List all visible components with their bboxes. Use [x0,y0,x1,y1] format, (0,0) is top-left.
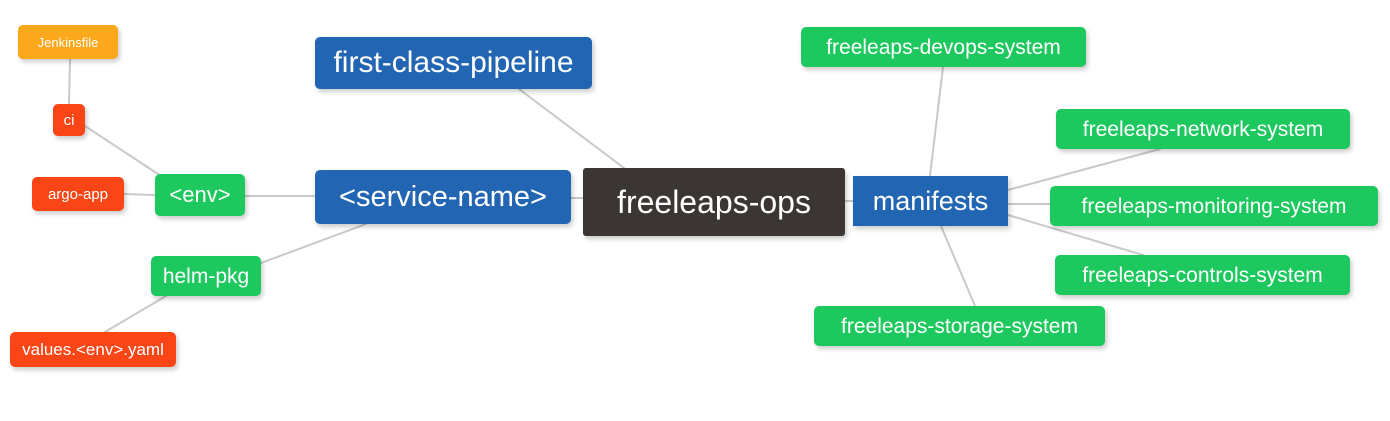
node-label-manifests: manifests [872,185,989,216]
edge-service-name-to-helm-pkg [260,223,367,264]
node-freeleaps-devops-system[interactable]: freeleaps-devops-system [801,27,1086,67]
edge-argo-app-to-env [123,193,156,196]
node-label-first-class-pipeline: first-class-pipeline [333,46,574,79]
node-values-env-yaml[interactable]: values.<env>.yaml [10,332,176,367]
node-label-jenkinsfile: Jenkinsfile [37,34,99,50]
node-env[interactable]: <env> [155,174,245,216]
node-freeleaps-monitoring-system[interactable]: freeleaps-monitoring-system [1050,186,1378,226]
node-label-freeleaps-controls-system: freeleaps-controls-system [1082,263,1323,287]
node-freeleaps-storage-system[interactable]: freeleaps-storage-system [814,306,1105,346]
node-label-values-env-yaml: values.<env>.yaml [22,340,164,359]
edge-manifests-to-freeleaps-storage-system [940,225,976,307]
edge-helm-pkg-to-values-env-yaml [104,295,167,333]
node-label-freeleaps-network-system: freeleaps-network-system [1082,117,1324,141]
edge-freeleaps-devops-system-to-manifests [929,66,944,177]
node-freeleaps-network-system[interactable]: freeleaps-network-system [1056,109,1350,149]
edge-jenkinsfile-to-ci [68,58,71,105]
node-first-class-pipeline[interactable]: first-class-pipeline [315,37,592,89]
node-label-service-name: <service-name> [339,180,547,213]
node-label-ci: ci [63,111,75,129]
node-manifests[interactable]: manifests [853,176,1008,226]
node-label-freeleaps-monitoring-system: freeleaps-monitoring-system [1081,194,1347,218]
edge-first-class-pipeline-to-freeleaps-ops [518,88,625,169]
edge-manifests-to-freeleaps-network-system [1007,148,1161,191]
edge-ci-to-env [84,125,159,175]
node-label-env: <env> [169,182,231,207]
node-jenkinsfile[interactable]: Jenkinsfile [18,25,118,59]
node-label-helm-pkg: helm-pkg [162,264,250,288]
node-freeleaps-ops[interactable]: freeleaps-ops [583,168,845,236]
node-argo-app[interactable]: argo-app [32,177,124,211]
node-label-freeleaps-ops: freeleaps-ops [617,184,811,220]
node-service-name[interactable]: <service-name> [315,170,571,224]
node-helm-pkg[interactable]: helm-pkg [151,256,261,296]
node-label-freeleaps-devops-system: freeleaps-devops-system [826,35,1061,59]
node-freeleaps-controls-system[interactable]: freeleaps-controls-system [1055,255,1350,295]
node-ci[interactable]: ci [53,104,85,136]
node-label-argo-app: argo-app [47,185,109,203]
node-label-freeleaps-storage-system: freeleaps-storage-system [841,314,1078,338]
